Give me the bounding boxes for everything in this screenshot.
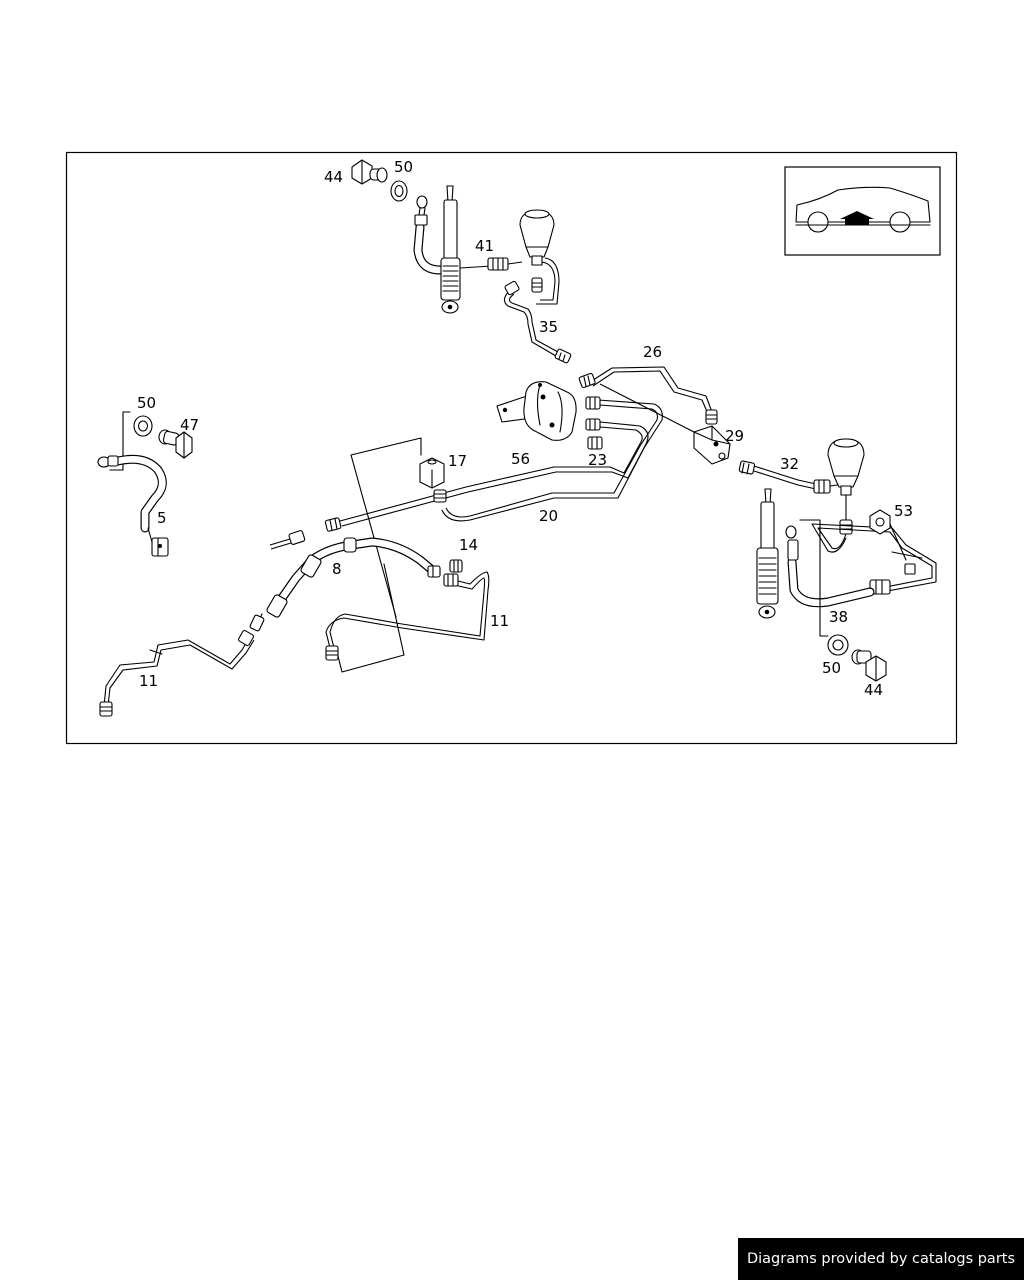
vehicle-locator-inset <box>784 166 941 256</box>
label-35: 35 <box>539 318 558 336</box>
diagram-frame <box>65 151 958 745</box>
bolt-44-top <box>351 159 388 185</box>
bracket-frame-lines <box>337 437 422 673</box>
block-29 <box>599 383 731 465</box>
hose-8 <box>249 530 441 632</box>
label-56: 56 <box>511 450 530 468</box>
fitting-23 <box>587 436 603 450</box>
label-11-left: 11 <box>139 672 158 690</box>
label-29: 29 <box>725 427 744 445</box>
part-number-labels: 44 50 41 35 26 29 32 50 47 17 56 23 20 5… <box>137 158 913 699</box>
label-20: 20 <box>539 507 558 525</box>
label-8: 8 <box>332 560 342 578</box>
label-17: 17 <box>448 452 467 470</box>
accumulator-top <box>519 209 560 305</box>
hydraulic-parts-diagram: 44 50 41 35 26 29 32 50 47 17 56 23 20 5… <box>65 151 958 745</box>
label-50-bottom-right: 50 <box>822 659 841 677</box>
label-44-top: 44 <box>324 168 343 186</box>
pipe-11-left <box>99 629 255 717</box>
label-50-top: 50 <box>394 158 413 176</box>
washer-50-top <box>390 180 408 202</box>
label-50-left: 50 <box>137 394 156 412</box>
accumulator-right <box>827 438 865 535</box>
front-strut-assembly-right <box>756 488 829 637</box>
nut-53 <box>869 509 923 561</box>
label-38: 38 <box>829 608 848 626</box>
label-11-right: 11 <box>490 612 509 630</box>
label-32: 32 <box>780 455 799 473</box>
fitting-17 <box>419 457 447 503</box>
pipe-56-and-20 <box>324 396 663 532</box>
label-23: 23 <box>588 451 607 469</box>
credit-banner: Diagrams provided by catalogs parts <box>738 1238 1024 1280</box>
fitting-14 <box>449 559 463 573</box>
label-41: 41 <box>475 237 494 255</box>
label-44-bottom-right: 44 <box>864 681 883 699</box>
pipe-38 <box>785 523 937 608</box>
label-14: 14 <box>459 536 478 554</box>
label-5: 5 <box>157 509 167 527</box>
washer-50-left <box>133 415 153 437</box>
pipe-26 <box>578 366 718 425</box>
pipe-11-right <box>325 571 490 661</box>
rear-hose-bracket-5 <box>97 411 169 557</box>
label-26: 26 <box>643 343 662 361</box>
front-strut-assembly-left <box>413 185 523 314</box>
label-53: 53 <box>894 502 913 520</box>
label-47: 47 <box>180 416 199 434</box>
valve-block <box>496 381 577 441</box>
bolt-44-bottom-right <box>851 649 887 682</box>
bolt-47 <box>158 429 193 459</box>
washer-50-bottom-right <box>827 634 849 656</box>
pipe-35 <box>503 280 572 364</box>
